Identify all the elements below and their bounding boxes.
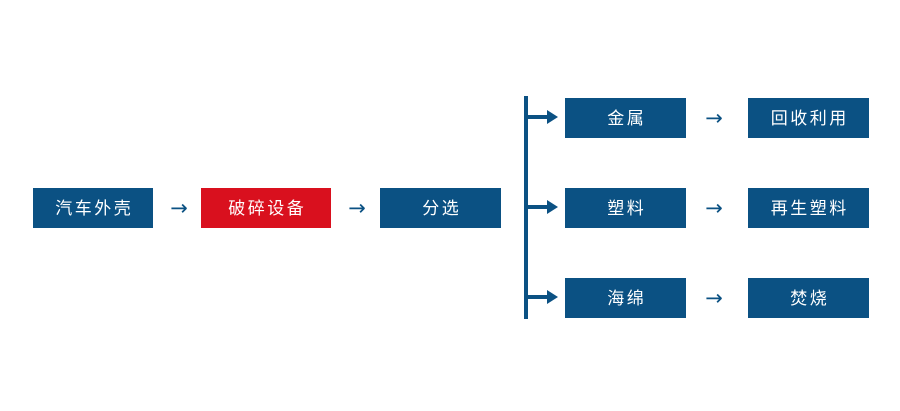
branch-stem-metal: [528, 115, 549, 119]
arrow-right-icon-sponge-to-incineration: →: [705, 285, 723, 310]
branch-arrowhead-sponge: [547, 290, 558, 304]
branch-arrowhead-metal: [547, 110, 558, 124]
node-material-plastic[interactable]: 塑料: [565, 188, 686, 228]
branch-trunk-line: [524, 96, 528, 319]
node-destination-incineration[interactable]: 焚烧: [748, 278, 869, 318]
branch-arrowhead-plastic: [547, 200, 558, 214]
branch-stem-sponge: [528, 295, 549, 299]
arrow-right-icon-shell-to-crusher: →: [170, 195, 188, 220]
node-car-shell[interactable]: 汽车外壳: [33, 188, 153, 228]
arrow-right-icon-plastic-to-regenerated: →: [705, 195, 723, 220]
node-sorting[interactable]: 分选: [380, 188, 501, 228]
node-material-sponge[interactable]: 海绵: [565, 278, 686, 318]
node-destination-regenerated-plastic[interactable]: 再生塑料: [748, 188, 869, 228]
branch-stem-plastic: [528, 205, 549, 209]
arrow-right-icon-crusher-to-sorting: →: [348, 195, 366, 220]
node-material-metal[interactable]: 金属: [565, 98, 686, 138]
arrow-right-icon-metal-to-recycle: →: [705, 105, 723, 130]
node-destination-recycle[interactable]: 回收利用: [748, 98, 869, 138]
node-crushing-equipment[interactable]: 破碎设备: [201, 188, 331, 228]
